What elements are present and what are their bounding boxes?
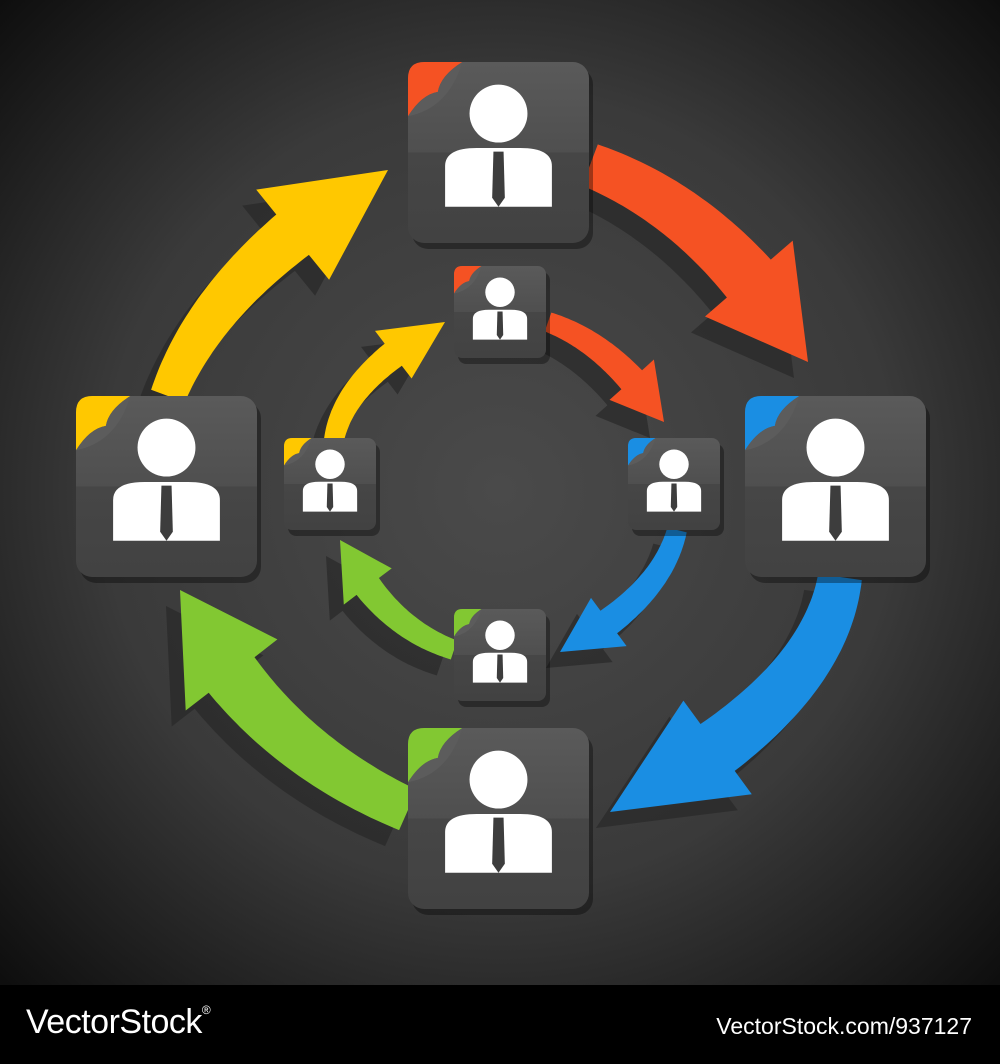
image-url: VectorStock.com/937127	[716, 1013, 972, 1039]
corner-curl	[408, 728, 463, 783]
corner-curl	[628, 438, 656, 466]
inner-arrow-bottom-to-left	[340, 540, 458, 660]
outer-tile-right	[745, 396, 930, 583]
brand-logo: VectorStock®	[26, 1003, 211, 1042]
outer-tile-left	[76, 396, 261, 583]
arrows	[151, 144, 862, 831]
brand-name: VectorStock	[26, 1003, 202, 1041]
inner-tile-right	[628, 438, 724, 536]
corner-curl	[454, 266, 482, 294]
outer-tile-top	[408, 62, 593, 249]
corner-curl	[454, 609, 482, 637]
inner-arrow-left-to-top	[324, 322, 445, 442]
corner-fold	[76, 396, 131, 451]
inner-arrow-top-to-right	[544, 312, 664, 422]
corner-fold	[408, 728, 463, 783]
person-icon	[113, 418, 220, 541]
brand-mark: ®	[201, 1003, 211, 1017]
person-icon	[472, 277, 528, 340]
inner-tile-bottom	[454, 609, 550, 707]
corner-fold	[745, 396, 800, 451]
person-icon	[302, 449, 358, 512]
corner-fold	[408, 62, 463, 117]
person-icon	[782, 418, 889, 541]
corner-fold	[454, 609, 482, 637]
corner-curl	[745, 396, 800, 451]
inner-arrow-shadow	[530, 328, 650, 438]
inner-tile-top	[454, 266, 550, 364]
person-icon	[445, 750, 552, 873]
person-icon	[445, 84, 552, 207]
corner-fold	[628, 438, 656, 466]
inner-arrow-right-to-bottom	[560, 527, 687, 652]
cycle-diagram	[0, 0, 1000, 985]
corner-fold	[284, 438, 312, 466]
person-icon	[646, 449, 702, 512]
person-icon	[472, 620, 528, 683]
corner-curl	[284, 438, 312, 466]
diagram-canvas	[0, 0, 1000, 985]
outer-arrow-left-to-top	[151, 170, 388, 403]
inner-tile-left	[284, 438, 380, 536]
outer-arrow-right-to-bottom	[610, 573, 862, 812]
outer-tile-bottom	[408, 728, 593, 915]
outer-arrow-top-to-right	[582, 144, 808, 362]
footer-bar: VectorStock® VectorStock.com/937127	[0, 985, 1000, 1064]
person-tiles	[76, 62, 930, 915]
corner-curl	[408, 62, 463, 117]
corner-fold	[454, 266, 482, 294]
corner-curl	[76, 396, 131, 451]
outer-arrow-bottom-to-left	[180, 590, 417, 831]
